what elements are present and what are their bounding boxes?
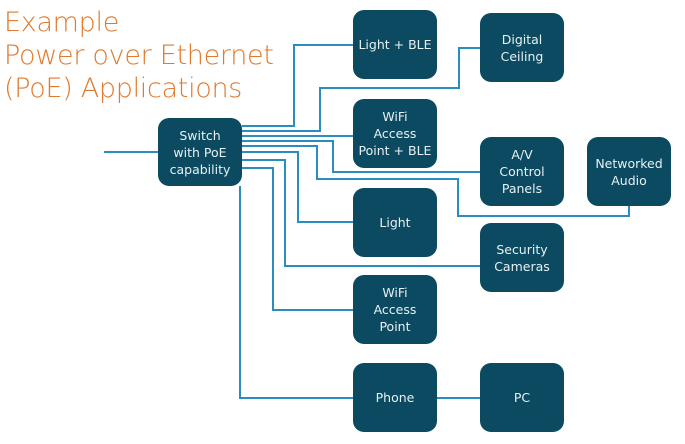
light-ble-label: Light + BLE (358, 37, 432, 52)
digital-ceiling-label-1: Digital (501, 31, 543, 47)
title-line-1: Example (4, 7, 120, 38)
networked-audio-label-2: Audio (611, 172, 647, 188)
wifi-ap-box: WiFi Access Point (353, 275, 437, 344)
wifi-ap-ble-label-3: Point + BLE (358, 143, 432, 158)
av-control-label-2: Control (499, 164, 545, 179)
light-label: Light (379, 215, 411, 230)
title-line-3: (PoE) Applications (4, 73, 243, 104)
wifi-ap-ble-label-1: WiFi (382, 109, 408, 124)
digital-ceiling-box: Digital Ceiling (480, 13, 564, 82)
security-cameras-label-1: Security (496, 241, 548, 257)
title-line-2: Power over Ethernet (4, 40, 274, 71)
av-control-label-3: Panels (501, 181, 543, 196)
wire-phone (239, 186, 353, 399)
diagram-title: Example Power over Ethernet (PoE) Applic… (4, 6, 274, 105)
wifi-ap-label-1: WiFi (382, 285, 408, 300)
switch-box: Switch with PoE capability (158, 118, 242, 186)
security-cameras-box: Security Cameras (480, 223, 564, 292)
security-cameras-label-2: Cameras (494, 258, 550, 274)
networked-audio-label-1: Networked (595, 155, 663, 171)
wire-digital-ceiling (242, 47, 480, 132)
switch-label-1: Switch (179, 127, 221, 143)
digital-ceiling-label-2: Ceiling (500, 48, 544, 64)
wire-security-cameras (242, 159, 480, 267)
wifi-ap-ble-label-2: Access (373, 126, 417, 141)
phone-label: Phone (375, 390, 415, 405)
light-ble-box: Light + BLE (353, 10, 437, 79)
networked-audio-box: Networked Audio (587, 137, 671, 206)
wire-networked-audio (242, 145, 630, 217)
pc-box: PC (480, 363, 564, 432)
switch-label-2: with PoE (173, 144, 227, 160)
wire-wifi-ap (242, 167, 353, 311)
av-control-box: A/V Control Panels (480, 137, 564, 206)
wire-light-ble (242, 44, 353, 127)
pc-label: PC (513, 390, 531, 405)
wire-light (242, 151, 353, 223)
wifi-ap-label-3: Point (379, 319, 411, 334)
av-control-label-1: A/V (511, 147, 533, 162)
wifi-ap-ble-box: WiFi Access Point + BLE (353, 99, 437, 168)
light-box: Light (353, 188, 437, 257)
wifi-ap-label-2: Access (373, 302, 417, 317)
switch-label-3: capability (169, 161, 231, 177)
phone-box: Phone (353, 363, 437, 432)
wire-av-control (242, 140, 480, 173)
